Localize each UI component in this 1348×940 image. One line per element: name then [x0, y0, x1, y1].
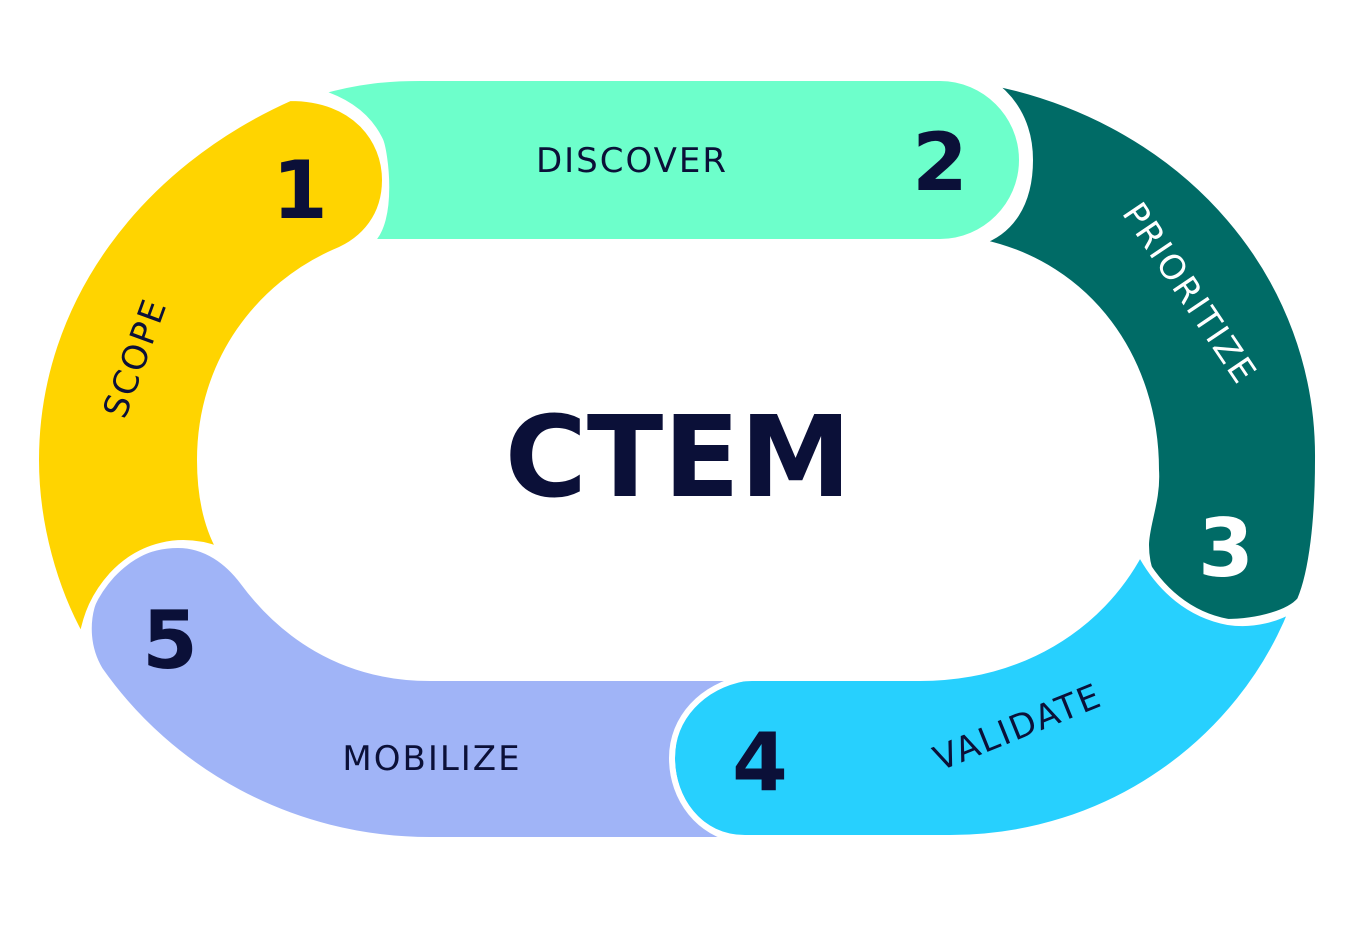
stage-number-5: 5 — [142, 594, 198, 687]
stage-label-mobilize: MOBILIZE — [342, 739, 521, 779]
stage-number-4: 4 — [732, 716, 788, 809]
segment-discover — [307, 75, 1026, 245]
center-title: CTEM — [505, 393, 852, 523]
stage-number-1: 1 — [272, 144, 328, 237]
stage-number-2: 2 — [912, 116, 968, 209]
segment-mobilize — [85, 541, 746, 843]
segment-validate — [668, 546, 1298, 841]
stage-label-discover: DISCOVER — [536, 141, 728, 181]
segment-scope — [32, 94, 389, 647]
segment-prioritize — [968, 79, 1322, 626]
stage-number-3: 3 — [1198, 502, 1254, 595]
